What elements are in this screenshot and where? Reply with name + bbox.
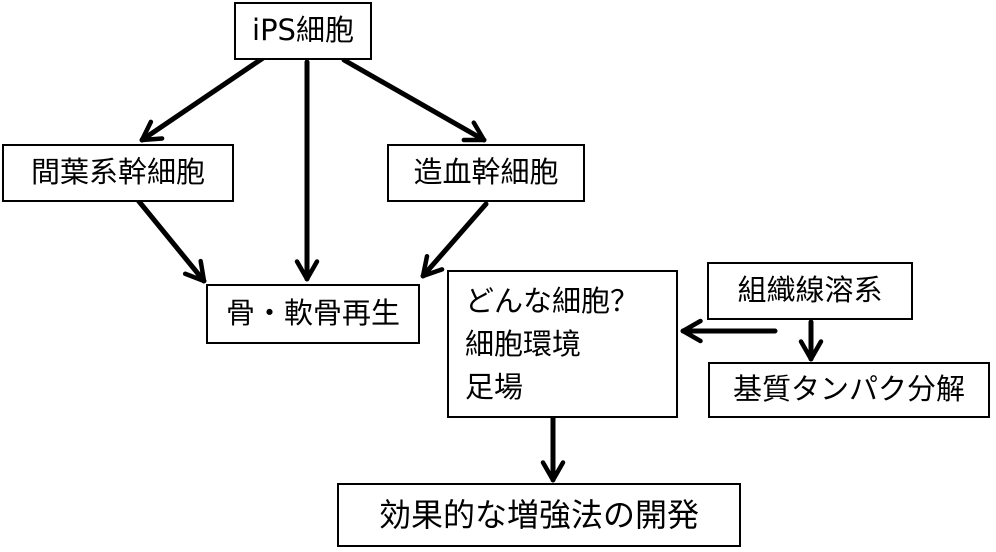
node-tissue-fibrinolysis: 組織線溶系 — [707, 262, 913, 320]
node-mesenchymal-stem-cell: 間葉系幹細胞 — [2, 144, 234, 202]
node-ips-cell: iPS細胞 — [234, 2, 372, 60]
arrow-ips-to-mesenchymal — [139, 55, 266, 143]
arrow-mesenchymal-to-bone-regen — [134, 196, 207, 284]
arrow-ips-to-hematopoietic — [341, 57, 487, 143]
question-cell-environment: 細胞環境 — [465, 327, 582, 361]
node-matrix-protein-degradation: 基質タンパク分解 — [708, 362, 990, 418]
question-which-cells: どんな細胞？ — [465, 284, 640, 318]
node-bone-cartilage-regeneration: 骨・軟骨再生 — [206, 284, 420, 344]
question-scaffold: 足場 — [465, 370, 524, 404]
node-effective-enhancement-development: 効果的な増強法の開発 — [337, 483, 741, 547]
node-research-questions: どんな細胞？ 細胞環境 足場 — [447, 270, 678, 418]
arrow-hematopoietic-to-bone-regen — [420, 201, 489, 279]
node-hematopoietic-stem-cell: 造血幹細胞 — [387, 144, 585, 202]
